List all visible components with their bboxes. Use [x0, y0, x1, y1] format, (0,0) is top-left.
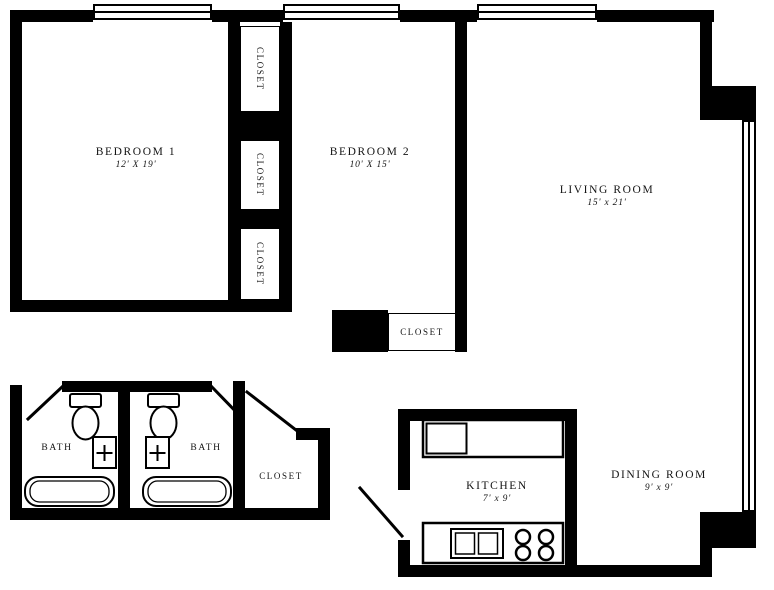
wall	[700, 512, 756, 548]
room-name: LIVING ROOM	[559, 184, 655, 196]
window-icon	[93, 4, 212, 20]
room-name: BEDROOM 2	[329, 146, 411, 158]
wall	[700, 86, 756, 120]
window-icon	[742, 120, 756, 512]
wall	[10, 508, 330, 520]
toilet-icon	[69, 393, 102, 441]
wall	[10, 10, 22, 312]
fridge-icon	[425, 422, 468, 455]
wall	[565, 421, 577, 565]
toilet-icon	[147, 393, 180, 441]
bathtub-icon	[24, 476, 115, 507]
closet-box: CLOSET	[388, 313, 456, 351]
wall	[400, 10, 477, 22]
closet-label: CLOSET	[255, 47, 265, 91]
room-dims: 9' x 9'	[644, 483, 674, 493]
door-swing-icon	[357, 485, 405, 539]
kitchen-counter	[421, 521, 565, 565]
wall	[398, 421, 410, 490]
wall	[228, 22, 240, 300]
bedroom1-label: BEDROOM 1 12' X 19'	[96, 146, 177, 170]
bath2-label: BATH	[190, 443, 221, 453]
closet-box: CLOSET	[240, 228, 280, 300]
room-name: BEDROOM 1	[95, 146, 177, 158]
kitchen-sink-icon	[450, 528, 504, 559]
door-swing-icon	[244, 389, 299, 433]
closet-label: CLOSET	[255, 242, 265, 286]
wall	[233, 381, 245, 520]
window-icon	[477, 4, 597, 20]
bedroom2-label: BEDROOM 2 10' X 15'	[330, 146, 411, 170]
wall	[398, 409, 577, 421]
dining-room-label: DINING ROOM 9' x 9'	[611, 469, 707, 493]
wall	[700, 22, 712, 86]
closet-label: CLOSET	[400, 327, 444, 337]
wall	[280, 22, 292, 300]
wall	[62, 381, 212, 392]
room-dims: 12' X 19'	[115, 160, 157, 170]
door-swing-icon	[25, 384, 65, 422]
room-name: DINING ROOM	[611, 469, 707, 481]
wall	[318, 428, 330, 508]
wall	[10, 10, 93, 22]
wall	[118, 392, 130, 508]
window-icon	[283, 4, 400, 20]
wall	[398, 565, 712, 577]
wall	[597, 10, 714, 22]
bath1-label: BATH	[41, 443, 72, 453]
kitchen-label: KITCHEN 7' x 9'	[466, 480, 528, 504]
living-room-label: LIVING ROOM 15' x 21'	[560, 184, 655, 208]
wall	[296, 428, 330, 440]
wall	[10, 300, 292, 312]
hall-closet-label: CLOSET	[259, 471, 303, 481]
bathtub-icon	[142, 476, 232, 507]
wall	[228, 112, 292, 140]
room-name: BATH	[190, 443, 222, 453]
wall	[455, 22, 467, 352]
wall	[398, 540, 410, 565]
room-dims: 7' x 9'	[482, 494, 512, 504]
room-dims: 10' X 15'	[349, 160, 391, 170]
room-name: KITCHEN	[466, 480, 528, 492]
kitchen-counter	[421, 418, 565, 459]
wall	[332, 310, 388, 352]
room-dims: 15' x 21'	[587, 198, 627, 208]
closet-label: CLOSET	[259, 471, 303, 481]
closet-box: CLOSET	[240, 26, 280, 112]
wall	[212, 10, 283, 22]
room-name: BATH	[41, 443, 73, 453]
wall	[10, 385, 22, 520]
closet-label: CLOSET	[255, 153, 265, 197]
sink-icon	[145, 436, 170, 469]
closet-box: CLOSET	[240, 140, 280, 210]
sink-icon	[92, 436, 117, 469]
stove-icon	[514, 528, 555, 562]
wall	[228, 210, 292, 228]
